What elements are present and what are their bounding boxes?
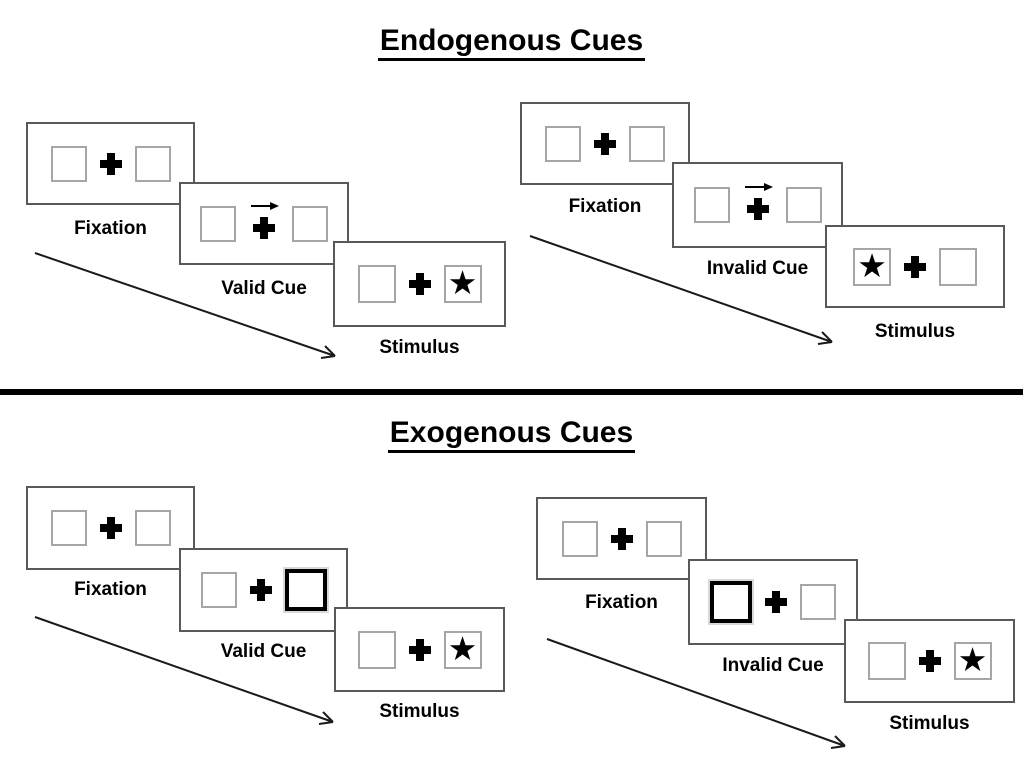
fixation-cross-icon	[408, 638, 431, 661]
fixation-panel	[26, 122, 195, 205]
diagonal-arrow-down-right-icon	[34, 616, 334, 725]
left-box	[357, 265, 396, 303]
fixation-panel	[536, 497, 707, 580]
left-box	[867, 642, 906, 680]
right-box	[645, 520, 682, 557]
central-cue	[743, 183, 773, 220]
fixation-cross-icon	[904, 255, 926, 278]
fixation-cross-icon	[746, 198, 769, 220]
fixation-label: Fixation	[74, 218, 147, 239]
stimulus-label: Stimulus	[874, 321, 956, 342]
diagonal-arrow-down-right-icon	[34, 252, 336, 359]
stimulus-panel: ★	[334, 607, 505, 692]
right-box	[800, 584, 836, 620]
left-box	[357, 630, 396, 669]
left-box	[50, 510, 87, 546]
exogenous-title-text: Exogenous Cues	[387, 416, 636, 453]
invalid-cue-panel	[688, 559, 858, 645]
invalid-cue-panel	[672, 162, 843, 248]
endogenous-section-title: Endogenous Cues	[0, 24, 1023, 61]
fixation-cross-icon	[765, 591, 787, 613]
stimulus-label: Stimulus	[379, 701, 460, 722]
left-box	[200, 572, 237, 608]
star-stimulus-icon: ★	[857, 245, 887, 285]
right-box-highlight-cue	[284, 569, 327, 611]
stimulus-label: Stimulus	[379, 337, 460, 358]
left-box	[200, 205, 236, 242]
fixation-label: Fixation	[568, 196, 642, 217]
stimulus-label: Stimulus	[889, 713, 970, 734]
stimulus-panel: ★	[844, 619, 1015, 703]
right-box-with-star: ★	[443, 628, 482, 669]
fixation-panel	[26, 486, 195, 570]
left-box	[50, 145, 87, 182]
central-cue	[249, 201, 279, 239]
left-box-with-star: ★	[853, 245, 891, 286]
right-box	[134, 510, 171, 546]
valid-cue-label: Valid Cue	[221, 278, 307, 299]
right-box	[292, 205, 328, 242]
left-box	[561, 520, 598, 557]
right-box	[629, 125, 665, 162]
exogenous-section-title: Exogenous Cues	[0, 416, 1023, 453]
endogenous-title-text: Endogenous Cues	[377, 24, 646, 61]
right-box-with-star: ★	[443, 263, 482, 303]
fixation-cross-icon	[253, 216, 275, 239]
right-box	[785, 187, 822, 223]
left-box	[693, 187, 730, 223]
diagonal-arrow-down-right-icon	[546, 638, 846, 749]
right-box	[939, 247, 977, 286]
fixation-cross-icon	[249, 579, 272, 601]
fixation-label: Fixation	[74, 579, 147, 600]
fixation-cross-icon	[408, 273, 431, 295]
invalid-cue-label: Invalid Cue	[706, 258, 809, 279]
arrow-right-icon	[744, 183, 773, 191]
fixation-cross-icon	[610, 527, 633, 550]
fixation-cross-icon	[99, 517, 122, 539]
valid-cue-panel	[179, 548, 348, 632]
fixation-cross-icon	[918, 650, 941, 672]
valid-cue-label: Valid Cue	[220, 641, 307, 662]
right-box-with-star: ★	[953, 640, 992, 680]
fixation-cross-icon	[99, 152, 122, 175]
diagonal-arrow-down-right-icon	[529, 235, 833, 345]
fixation-panel	[520, 102, 690, 185]
fixation-label: Fixation	[585, 592, 658, 613]
stimulus-panel: ★	[825, 225, 1005, 308]
left-box-highlight-cue	[710, 581, 752, 623]
invalid-cue-label: Invalid Cue	[722, 655, 824, 676]
left-box	[545, 125, 581, 162]
right-box	[134, 145, 171, 182]
section-divider	[0, 389, 1023, 395]
star-stimulus-icon: ★	[957, 640, 988, 679]
star-stimulus-icon: ★	[447, 628, 478, 668]
fixation-cross-icon	[594, 132, 616, 155]
arrow-right-icon	[251, 201, 279, 210]
stimulus-panel: ★	[333, 241, 506, 327]
star-stimulus-icon: ★	[447, 263, 478, 302]
valid-cue-panel	[179, 182, 349, 265]
